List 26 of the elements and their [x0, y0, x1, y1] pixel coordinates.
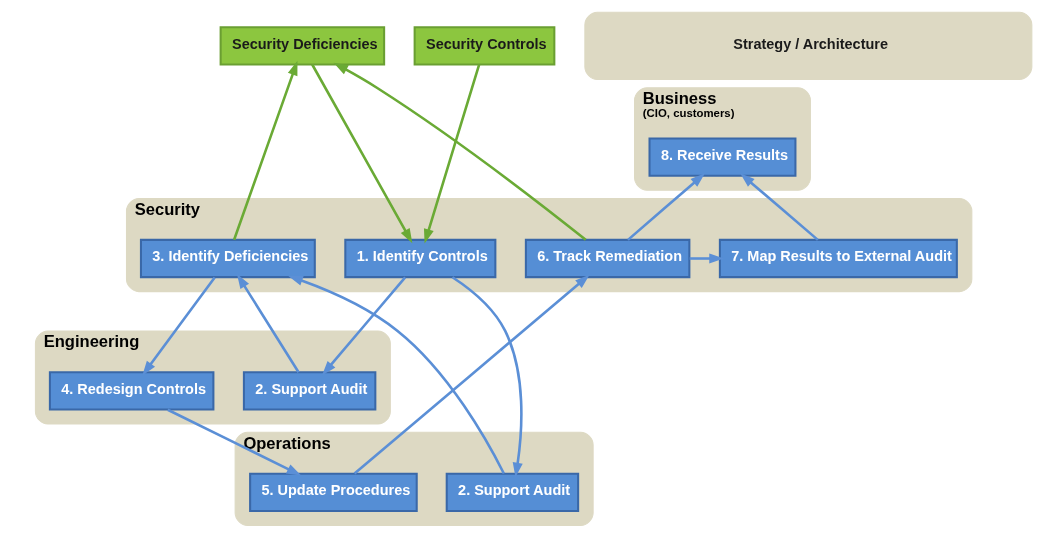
node-box: 8. Receive Results: [648, 137, 796, 177]
arrow: [423, 64, 480, 244]
arrow: [236, 274, 300, 373]
arrow: [333, 62, 587, 241]
node-box: Security Controls: [413, 26, 555, 66]
node-box: 4. Redesign Controls: [48, 371, 214, 411]
node-box: 1. Identify Controls: [343, 238, 496, 279]
arrow: [353, 274, 590, 475]
node-box: Security Deficiencies: [219, 26, 385, 66]
arrow: [166, 408, 301, 476]
arrow: [689, 253, 724, 264]
arrow: [451, 276, 523, 478]
arrow: [739, 173, 819, 241]
arrow: [287, 275, 505, 475]
arrow: [141, 276, 216, 376]
arrow: [626, 173, 705, 241]
arrow: [310, 63, 412, 244]
node-box: Strategy / Architecture: [583, 11, 1032, 81]
arrow: [321, 276, 406, 376]
node-box: 2. Support Audit: [445, 472, 579, 513]
node-box: 6. Track Remediation: [524, 238, 690, 279]
node-box: 2. Support Audit: [242, 371, 376, 411]
node-box: 3. Identify Deficiencies: [139, 238, 316, 279]
node-box: 7. Map Results to External Audit: [718, 238, 958, 279]
node-box: 5. Update Procedures: [248, 472, 418, 513]
arrow: [232, 60, 297, 241]
